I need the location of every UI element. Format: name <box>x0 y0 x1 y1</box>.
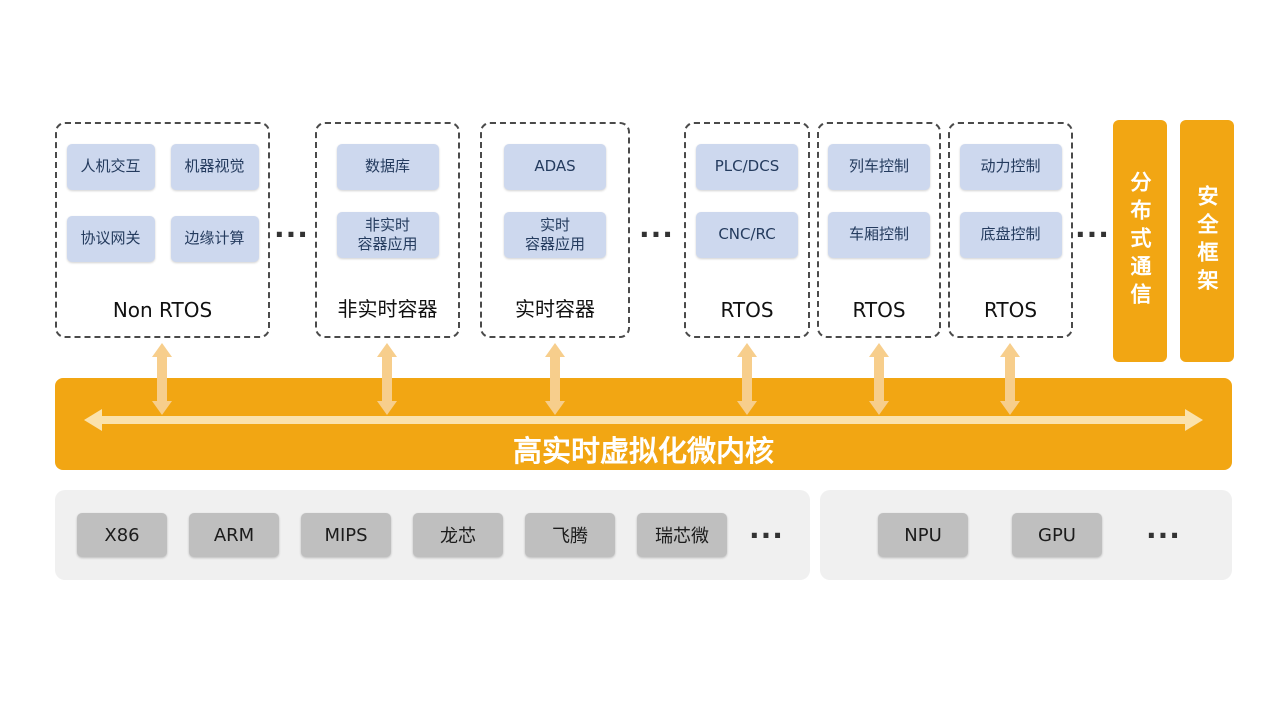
sidebar-label: 安全框架 <box>1195 185 1219 297</box>
app-group-non-rtos: 人机交互 机器视觉 协议网关 边缘计算 Non RTOS <box>55 122 270 338</box>
app-chip: 动力控制 <box>959 144 1062 190</box>
ellipsis: ··· <box>274 218 309 251</box>
app-chip: 车厢控制 <box>828 212 930 258</box>
app-chip: PLC/DCS <box>696 144 798 190</box>
hw-chip: 瑞芯微 <box>637 513 727 557</box>
app-chip: 列车控制 <box>828 144 930 190</box>
vertical-connector-arrow <box>377 343 397 415</box>
microkernel-bar: 高实时虚拟化微内核 <box>55 378 1232 470</box>
hw-chip: GPU <box>1012 513 1102 557</box>
ellipsis: ··· <box>749 518 784 552</box>
app-chip: 边缘计算 <box>170 216 259 262</box>
app-chip: ADAS <box>504 144 606 190</box>
hardware-panel-cpus: X86 ARM MIPS 龙芯 飞腾 瑞芯微 ··· <box>55 490 810 580</box>
app-chip: 实时 容器应用 <box>504 212 606 258</box>
hw-chip: 飞腾 <box>525 513 615 557</box>
group-label: RTOS <box>852 298 906 322</box>
hardware-panel-accelerators: NPU GPU ··· <box>820 490 1232 580</box>
horizontal-bidirectional-arrow <box>84 409 1203 431</box>
chip-column: PLC/DCS CNC/RC <box>696 144 798 258</box>
app-group-rt-container: ADAS 实时 容器应用 实时容器 <box>480 122 630 338</box>
app-chip: 协议网关 <box>66 216 155 262</box>
chip-column: 动力控制 底盘控制 <box>959 144 1062 258</box>
group-label: RTOS <box>720 298 774 322</box>
ellipsis: ··· <box>1075 218 1110 251</box>
vertical-connector-arrow <box>152 343 172 415</box>
app-group-rtos-2: 列车控制 车厢控制 RTOS <box>817 122 941 338</box>
app-chip: 底盘控制 <box>959 212 1062 258</box>
sidebar-security-framework: 安全框架 <box>1180 120 1234 362</box>
app-chip: CNC/RC <box>696 212 798 258</box>
app-group-nonrt-container: 数据库 非实时 容器应用 非实时容器 <box>315 122 460 338</box>
app-chip: 非实时 容器应用 <box>336 212 439 258</box>
ellipsis: ··· <box>639 218 674 251</box>
app-chip: 数据库 <box>336 144 439 190</box>
ellipsis: ··· <box>1146 518 1181 552</box>
microkernel-label: 高实时虚拟化微内核 <box>512 434 774 468</box>
chip-column: 列车控制 车厢控制 <box>828 144 930 258</box>
group-label: 非实时容器 <box>337 297 438 321</box>
hw-chip: 龙芯 <box>413 513 503 557</box>
chip-grid: 人机交互 机器视觉 协议网关 边缘计算 <box>66 144 259 262</box>
hw-chip: MIPS <box>301 513 391 557</box>
hw-chip: X86 <box>77 513 167 557</box>
app-group-rtos-3: 动力控制 底盘控制 RTOS <box>948 122 1073 338</box>
app-chip: 人机交互 <box>66 144 155 190</box>
vertical-connector-arrow <box>737 343 757 415</box>
app-chip: 机器视觉 <box>170 144 259 190</box>
group-label: RTOS <box>983 298 1038 322</box>
vertical-connector-arrow <box>545 343 565 415</box>
sidebar-label: 分布式通信 <box>1128 171 1152 311</box>
hw-chip: ARM <box>189 513 279 557</box>
app-group-rtos-1: PLC/DCS CNC/RC RTOS <box>684 122 810 338</box>
group-label: Non RTOS <box>112 298 213 322</box>
hw-chip: NPU <box>878 513 968 557</box>
chip-column: ADAS 实时 容器应用 <box>504 144 606 258</box>
sidebar-distributed-communication: 分布式通信 <box>1113 120 1167 362</box>
vertical-connector-arrow <box>869 343 889 415</box>
group-label: 实时容器 <box>515 297 595 321</box>
chip-column: 数据库 非实时 容器应用 <box>336 144 439 258</box>
vertical-connector-arrow <box>1000 343 1020 415</box>
